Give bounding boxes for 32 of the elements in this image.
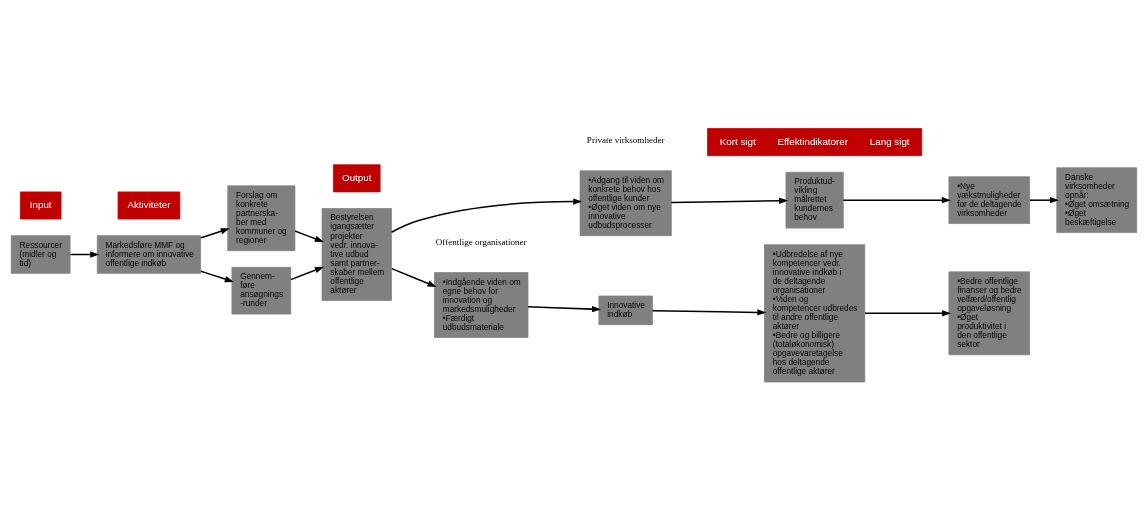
node-box: Input (19, 191, 62, 220)
arrow (69, 251, 100, 258)
node-box: •Udbredelse af nye kompetencer vedr. innovative indkøb i de deltagende organisationer •Viden og kompetencer udbredes til andre offentlige aktører •Bedre og billigere (totaløkonomisk) opgavevaretagelse hos deltagende offentlige aktører (764, 244, 866, 383)
node-box: Produktud- vikling målrettet kundernes behov (785, 171, 844, 229)
node-box: Ressourcer (midler og tid) (10, 235, 71, 274)
arrow (294, 230, 324, 243)
arrow (200, 270, 234, 283)
node-box: Aktiviteter (117, 191, 181, 220)
arrow (391, 267, 437, 287)
arrow (200, 228, 230, 239)
label: Private virksomheder (586, 134, 665, 145)
arrow (390, 198, 583, 233)
arrow (670, 197, 789, 204)
node-box: Bestyrelsen igangsætter projekter vedr. innova- tive udbud samt partner- skaber mellem offentlige aktører (321, 208, 392, 301)
node-box: Output (333, 164, 381, 193)
label: Offentlige organisationer (435, 236, 527, 247)
arrow (864, 310, 952, 317)
arrow (651, 309, 767, 316)
node-box: Danske virksomheder opnår: •Øget omsætning •Øget beskæftigelse (1056, 167, 1138, 233)
node-box: Innovative indkøb (598, 295, 653, 326)
arrow (842, 197, 951, 204)
node-box: Markedsføre MMF og informere om innovative offentlige indkøb (96, 235, 201, 274)
node-box: •Indgående viden om egne behov for innovation og markedsmuligheder •Færdigt udbudsmateriale (434, 272, 529, 338)
node-box: •Nye vækstmuligheder for de deltagende virksomheder (948, 176, 1030, 224)
node-box: Gennem- føre ansøgnings -runder (231, 266, 292, 315)
arrow (1029, 197, 1059, 204)
arrow (290, 266, 324, 281)
arrow (527, 305, 602, 313)
node-box: Forslag om konkrete partnerska- ber med kommuner og regioner (227, 185, 296, 252)
node-box: Kort sigt Effektindikatorer Lang sigt (707, 128, 923, 157)
node-box: •Bedre offentlige finanser og bedre velfærd/offentlig opgaveløsning •Øget produktivitet i den offentlige sektor (948, 271, 1030, 356)
node-box: •Adgang til viden om konkrete behov hos offentlige kunder •Øget viden om nye innovative udbudsprocesser (579, 170, 672, 236)
